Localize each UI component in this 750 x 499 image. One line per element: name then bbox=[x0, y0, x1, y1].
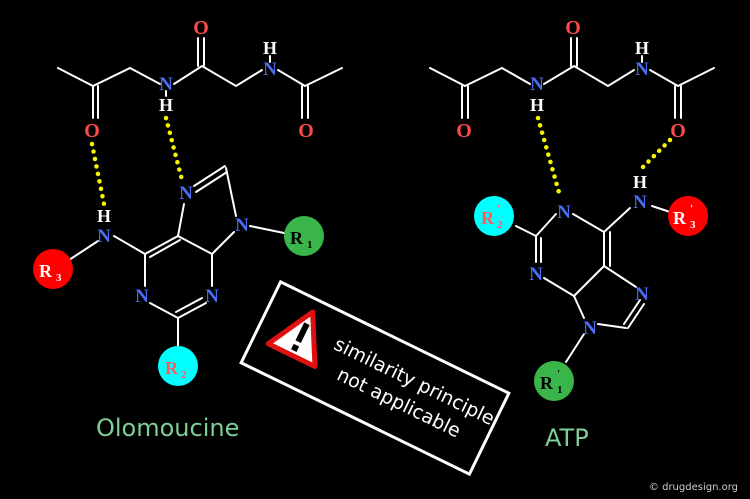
right-backbone-hydrogen-1: H bbox=[530, 95, 544, 115]
left-hbond-2 bbox=[163, 115, 185, 183]
left-r3-group: R 3 bbox=[33, 249, 73, 289]
left-oxygen-3: O bbox=[298, 120, 314, 142]
right-r2-prime: ' bbox=[497, 203, 500, 215]
right-r1-letter: R bbox=[540, 373, 554, 393]
right-pyrimidine-nitrogen-1: N bbox=[557, 202, 571, 223]
left-backbone-nitrogen-1: N bbox=[159, 74, 173, 95]
left-oxygen-2: O bbox=[193, 17, 209, 39]
right-pyrimidine-nitrogen-3: N bbox=[529, 264, 543, 285]
right-r3-letter: R bbox=[673, 208, 687, 228]
right-oxygen-3: O bbox=[670, 120, 686, 142]
right-backbone-nitrogen-1: N bbox=[530, 74, 544, 95]
right-backbone bbox=[429, 37, 715, 119]
right-r1-prime: ' bbox=[557, 368, 560, 380]
left-hbond-1 bbox=[89, 141, 107, 207]
left-r2-letter: R bbox=[165, 358, 179, 378]
right-r3-prime-group: R ' 3 bbox=[668, 196, 708, 236]
left-r2-group: R 2 bbox=[158, 346, 198, 386]
right-backbone-nitrogen-2: N bbox=[635, 59, 649, 80]
left-backbone bbox=[57, 37, 343, 119]
left-backbone-hydrogen-1: H bbox=[159, 95, 173, 115]
left-backbone-hydrogen-2: H bbox=[263, 38, 277, 58]
left-oxygen-1: O bbox=[84, 120, 100, 142]
right-r3-subscript: 3 bbox=[690, 219, 696, 231]
right-hbond-2 bbox=[637, 137, 673, 173]
left-purine-ring bbox=[65, 165, 285, 353]
left-backbone-nitrogen-2: N bbox=[263, 59, 277, 80]
right-r3-prime: ' bbox=[690, 203, 693, 215]
right-imidazole-nitrogen-7: N bbox=[635, 284, 649, 305]
right-r1-subscript: 1 bbox=[557, 384, 563, 396]
olomoucine-label: Olomoucine bbox=[96, 414, 239, 442]
right-r2-letter: R bbox=[481, 208, 495, 228]
left-imidazole-nitrogen-9: N bbox=[235, 215, 249, 236]
warning-box: similarity principle not applicable bbox=[239, 279, 511, 477]
left-r1-letter: R bbox=[290, 228, 304, 248]
atp-label: ATP bbox=[545, 424, 589, 452]
left-r3-letter: R bbox=[39, 261, 53, 281]
left-imidazole-nitrogen-7: N bbox=[179, 183, 193, 204]
right-purine-ring bbox=[515, 205, 671, 363]
left-r2-subscript: 2 bbox=[181, 369, 187, 381]
right-nh-hydrogen: H bbox=[633, 172, 647, 192]
left-nh-nitrogen: N bbox=[97, 226, 111, 247]
right-nh-nitrogen: N bbox=[633, 192, 647, 213]
right-r2-prime-group: R ' 2 bbox=[474, 196, 514, 236]
right-oxygen-2: O bbox=[565, 17, 581, 39]
right-backbone-hydrogen-2: H bbox=[635, 38, 649, 58]
right-hbond-1 bbox=[535, 115, 563, 199]
left-r1-group: R 1 bbox=[284, 216, 324, 256]
copyright-notice: © drugdesign.org bbox=[649, 482, 738, 493]
right-r1-prime-group: R ' 1 bbox=[534, 361, 574, 401]
right-oxygen-1: O bbox=[456, 120, 472, 142]
left-pyrimidine-nitrogen-3: N bbox=[205, 286, 219, 307]
right-r2-subscript: 2 bbox=[497, 219, 503, 231]
warning-triangle-icon bbox=[265, 309, 318, 370]
left-pyrimidine-nitrogen-1: N bbox=[135, 286, 149, 307]
right-imidazole-nitrogen-9: N bbox=[583, 318, 597, 339]
left-nh-hydrogen: H bbox=[97, 206, 111, 226]
left-r1-subscript: 1 bbox=[307, 239, 313, 251]
left-r3-subscript: 3 bbox=[56, 272, 62, 284]
